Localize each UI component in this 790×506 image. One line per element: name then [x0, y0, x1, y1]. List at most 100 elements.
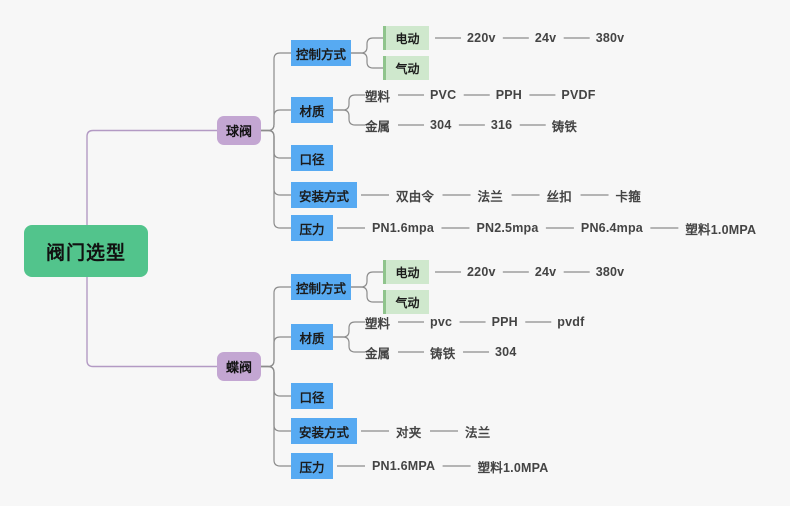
- category-node-1-1[interactable]: 材质: [291, 324, 333, 350]
- branch-node-1[interactable]: 蝶阀: [217, 352, 261, 381]
- chain-item-0-3[interactable]: 丝扣: [547, 186, 574, 204]
- category-node-1-3[interactable]: 安装方式: [291, 418, 357, 444]
- leaf-node-1-1-1[interactable]: 金属: [365, 343, 392, 361]
- category-node-1-2[interactable]: 口径: [291, 383, 333, 409]
- chain-item-0-3-label: 双由令: [396, 189, 435, 204]
- chain-item-1-0-0-label: 220v: [467, 265, 496, 279]
- chain-item-0-1-0[interactable]: PVDF: [561, 86, 596, 104]
- chain-item-0-1-1-label: 铸铁: [551, 119, 578, 134]
- chain-item-0-1-1[interactable]: 316: [491, 116, 514, 134]
- chain-item-0-3[interactable]: 双由令: [396, 186, 436, 204]
- chain-item-1-1-0[interactable]: pvc: [430, 313, 454, 331]
- chain-item-0-0-0-label: 380v: [595, 31, 625, 45]
- root-node-label: 阀门选型: [45, 242, 126, 264]
- chain-item-0-3-label: 卡箍: [615, 189, 641, 204]
- chain-item-0-4[interactable]: PN1.6mpa: [372, 219, 434, 237]
- chain-item-0-0-0[interactable]: 24v: [535, 29, 558, 47]
- chain-item-0-1-0[interactable]: PVC: [430, 86, 458, 104]
- chain-item-0-0-0[interactable]: 220v: [467, 29, 497, 47]
- category-node-0-0[interactable]: 控制方式: [291, 40, 351, 66]
- chain-item-1-1-0-label: pvc: [430, 315, 453, 329]
- chain-item-1-4-label: 塑料1.0MPA: [477, 460, 549, 475]
- chain-item-0-4[interactable]: PN6.4mpa: [581, 219, 643, 237]
- chain-item-1-1-1-label: 铸铁: [430, 346, 456, 361]
- chain-item-1-3[interactable]: 法兰: [465, 422, 492, 440]
- category-node-1-3-label: 安装方式: [298, 425, 349, 440]
- category-node-0-3[interactable]: 安装方式: [291, 182, 357, 208]
- leaf-node-0-0-1-label: 气动: [395, 61, 420, 76]
- category-node-0-4[interactable]: 压力: [291, 215, 333, 241]
- chain-item-1-0-0[interactable]: 380v: [596, 263, 626, 281]
- chain-item-0-4-label: 塑料1.0MPA: [685, 222, 757, 237]
- chain-item-1-3-label: 法兰: [465, 425, 491, 440]
- leaf-node-1-1-0[interactable]: 塑料: [365, 313, 392, 331]
- chain-item-0-4-label: PN1.6mpa: [372, 221, 435, 235]
- chain-item-0-0-0-label: 220v: [467, 31, 496, 45]
- category-node-1-0-label: 控制方式: [295, 281, 346, 296]
- leaf-node-0-0-0-label: 电动: [395, 31, 420, 46]
- chain-item-1-3-label: 对夹: [396, 425, 422, 440]
- chain-item-1-1-1[interactable]: 铸铁: [430, 343, 457, 361]
- leaf-node-0-1-0[interactable]: 塑料: [365, 86, 392, 104]
- root-node[interactable]: 阀门选型: [24, 225, 148, 277]
- chain-item-1-1-0-label: pvdf: [557, 315, 585, 329]
- leaf-node-0-1-1[interactable]: 金属: [365, 116, 392, 134]
- chain-item-0-0-0[interactable]: 380v: [596, 29, 626, 47]
- chain-item-1-1-0[interactable]: pvdf: [557, 313, 585, 331]
- category-node-1-4[interactable]: 压力: [291, 453, 333, 479]
- chain-item-0-4[interactable]: 塑料1.0MPA: [685, 219, 756, 237]
- chain-item-0-3[interactable]: 卡箍: [616, 186, 643, 204]
- chain-item-0-1-0-label: PVC: [430, 88, 457, 102]
- chain-item-1-1-0[interactable]: PPH: [492, 313, 520, 331]
- chain-item-1-0-0-label: 380v: [595, 265, 625, 279]
- category-node-1-2-label: 口径: [299, 390, 325, 405]
- chain-item-1-1-1-label: 304: [495, 345, 517, 359]
- category-node-0-3-label: 安装方式: [298, 189, 349, 204]
- leaf-node-1-0-0-label: 电动: [395, 265, 420, 280]
- chain-item-0-1-0[interactable]: PPH: [496, 86, 524, 104]
- category-node-0-2-label: 口径: [299, 152, 325, 167]
- chain-item-0-1-1[interactable]: 304: [430, 116, 453, 134]
- chain-item-0-0-0-label: 24v: [534, 31, 557, 45]
- branch-node-1-label: 蝶阀: [225, 360, 252, 375]
- chain-item-0-1-0-label: PPH: [495, 88, 523, 102]
- chain-item-0-4[interactable]: PN2.5mpa: [476, 219, 538, 237]
- leaf-node-0-0-0[interactable]: 电动: [383, 26, 430, 50]
- leaf-node-1-0-1[interactable]: 气动: [383, 290, 430, 314]
- category-node-0-1[interactable]: 材质: [291, 97, 333, 123]
- category-node-1-1-label: 材质: [299, 331, 325, 346]
- chain-item-1-0-0-label: 24v: [534, 265, 557, 279]
- chain-item-1-3[interactable]: 对夹: [396, 422, 423, 440]
- leaf-node-1-1-1-label: 金属: [365, 346, 391, 361]
- leaf-node-0-1-1-label: 金属: [365, 119, 391, 134]
- category-node-1-0[interactable]: 控制方式: [291, 274, 351, 300]
- chain-item-0-3-label: 法兰: [477, 189, 503, 204]
- chain-item-1-1-1[interactable]: 304: [495, 343, 518, 361]
- chain-item-1-4[interactable]: PN1.6MPA: [372, 457, 436, 475]
- leaf-node-1-0-1-label: 气动: [395, 295, 420, 310]
- chain-item-1-0-0[interactable]: 24v: [535, 263, 558, 281]
- leaf-node-0-1-0-label: 塑料: [365, 89, 391, 104]
- chain-item-0-1-0-label: PVDF: [561, 88, 596, 102]
- chain-item-1-4-label: PN1.6MPA: [372, 459, 436, 473]
- leaf-node-1-1-0-label: 塑料: [365, 316, 391, 331]
- branch-node-0-label: 球阀: [225, 124, 252, 139]
- category-node-0-2[interactable]: 口径: [291, 145, 333, 171]
- chain-item-0-1-1-label: 304: [430, 118, 452, 132]
- category-node-0-1-label: 材质: [299, 104, 325, 119]
- chain-item-1-0-0[interactable]: 220v: [467, 263, 497, 281]
- category-node-1-4-label: 压力: [299, 460, 325, 475]
- chain-item-1-4[interactable]: 塑料1.0MPA: [478, 457, 549, 475]
- chain-item-0-3-label: 丝扣: [546, 189, 572, 204]
- category-node-0-0-label: 控制方式: [295, 47, 346, 62]
- chain-item-0-4-label: PN6.4mpa: [580, 221, 643, 235]
- chain-item-0-1-1-label: 316: [490, 118, 513, 132]
- chain-item-0-3[interactable]: 法兰: [478, 186, 505, 204]
- branch-node-0[interactable]: 球阀: [217, 116, 261, 145]
- category-node-0-4-label: 压力: [299, 222, 325, 237]
- chain-item-0-1-1[interactable]: 铸铁: [552, 116, 579, 134]
- leaf-node-0-0-1[interactable]: 气动: [383, 56, 430, 80]
- chain-item-0-4-label: PN2.5mpa: [476, 221, 539, 235]
- leaf-node-1-0-0[interactable]: 电动: [383, 260, 430, 284]
